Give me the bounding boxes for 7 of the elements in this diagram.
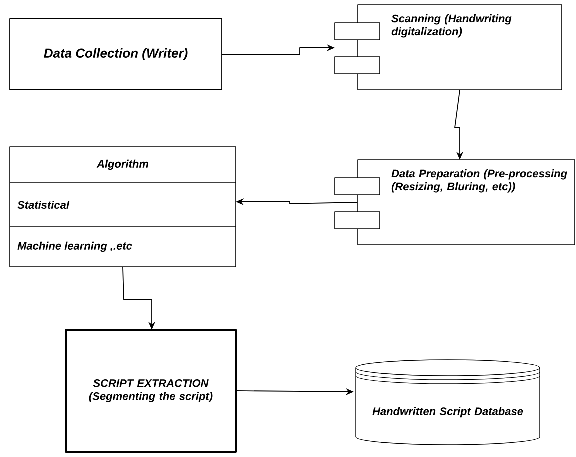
node-label: Handwritten Script Database [372, 407, 524, 418]
class-box: Algorithm Statistical Machine learning ,.etc [10, 146, 236, 268]
component-box: Data Preparation (Pre-processing (Resizing, Bluring, etc)) [334, 160, 576, 246]
process-box: SCRIPT EXTRACTION (Segmenting the script) [65, 328, 237, 453]
process-box: Data Collection (Writer) [10, 18, 222, 90]
database-cylinder: Handwritten Script Database [356, 360, 540, 446]
component-box: Scanning (Handwriting digitalization) [334, 4, 562, 90]
